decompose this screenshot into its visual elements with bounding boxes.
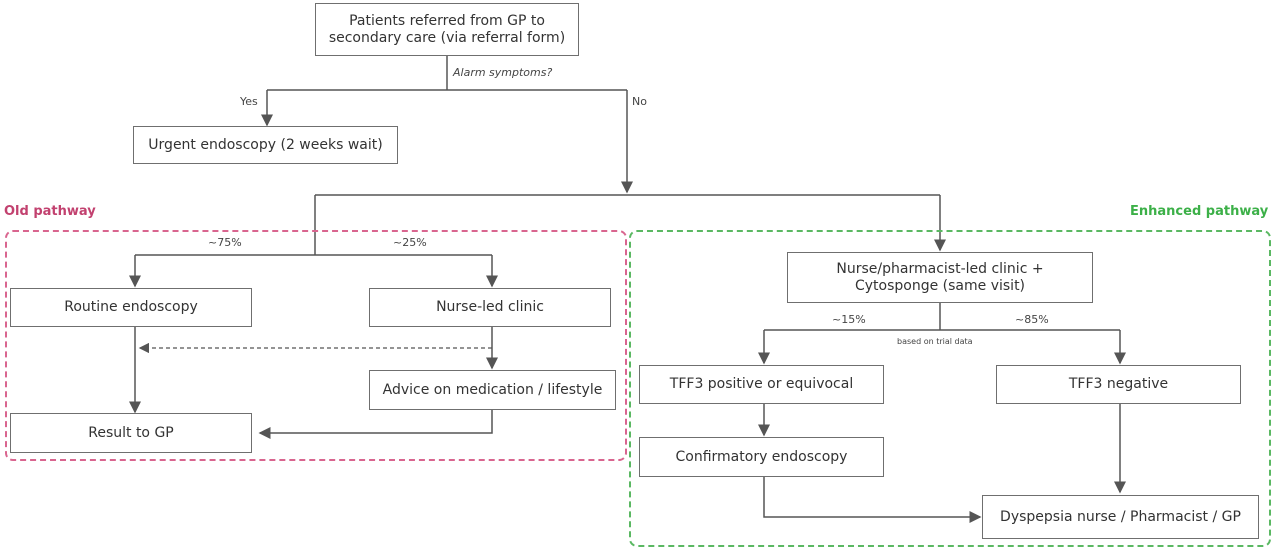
old-pathway-region xyxy=(5,230,627,461)
yes-label: Yes xyxy=(240,95,258,108)
enhanced-pathway-title: Enhanced pathway xyxy=(1130,204,1269,219)
trial-data-label: based on trial data xyxy=(897,337,973,346)
routine-endoscopy-node: Routine endoscopy xyxy=(10,288,252,327)
referral-node: Patients referred from GP to secondary c… xyxy=(315,3,579,56)
pct-25-label: ~25% xyxy=(393,236,427,249)
nurse-led-clinic-node: Nurse-led clinic xyxy=(369,288,611,327)
result-to-gp-node: Result to GP xyxy=(10,413,252,453)
no-label: No xyxy=(632,95,647,108)
old-pathway-title: Old pathway xyxy=(4,204,96,219)
urgent-endoscopy-node: Urgent endoscopy (2 weeks wait) xyxy=(133,126,398,164)
tff3-negative-node: TFF3 negative xyxy=(996,365,1241,404)
pct-15-label: ~15% xyxy=(832,313,866,326)
tff3-positive-node: TFF3 positive or equivocal xyxy=(639,365,884,404)
advice-node: Advice on medication / lifestyle xyxy=(369,370,616,410)
pct-85-label: ~85% xyxy=(1015,313,1049,326)
confirmatory-endoscopy-node: Confirmatory endoscopy xyxy=(639,437,884,477)
cytosponge-clinic-node: Nurse/pharmacist-led clinic + Cytosponge… xyxy=(787,252,1093,303)
enhanced-pathway-region xyxy=(629,230,1271,547)
pct-75-label: ~75% xyxy=(208,236,242,249)
alarm-symptoms-label: Alarm symptoms? xyxy=(453,66,553,79)
dyspepsia-node: Dyspepsia nurse / Pharmacist / GP xyxy=(982,495,1259,539)
